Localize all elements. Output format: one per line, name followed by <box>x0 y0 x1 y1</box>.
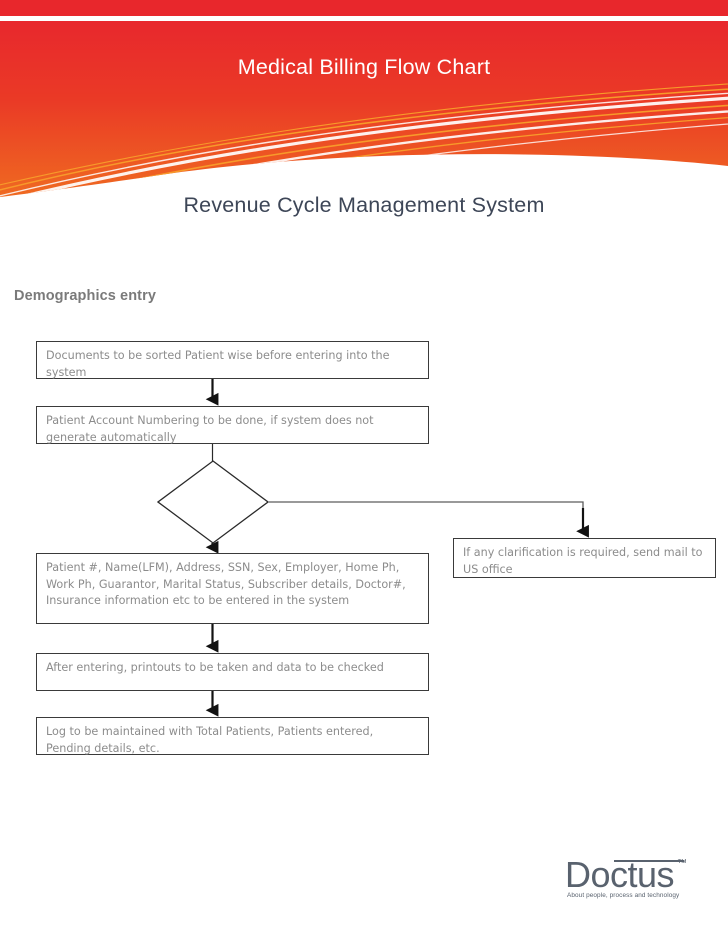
banner-title: Medical Billing Flow Chart <box>237 55 491 79</box>
banner-graphic <box>0 0 728 197</box>
doctus-logo: Doctus ™ About people, process and techn… <box>565 857 710 907</box>
flow-node-documents: Documents to be sorted Patient wise befo… <box>36 341 429 379</box>
flow-node-log: Log to be maintained with Total Patients… <box>36 717 429 755</box>
flow-node-decision <box>157 460 269 544</box>
banner-subtitle: Revenue Cycle Management System <box>183 193 545 217</box>
header-banner: Medical Billing Flow Chart <box>0 0 728 200</box>
logo-overline-bar <box>614 860 684 862</box>
flow-node-printouts: After entering, printouts to be taken an… <box>36 653 429 691</box>
section-heading: Demographics entry <box>14 288 157 304</box>
flow-node-clarification: If any clarification is required, send m… <box>453 538 716 578</box>
flow-node-numbering: Patient Account Numbering to be done, if… <box>36 406 429 444</box>
connector-decision-to-clarification-line <box>269 501 584 529</box>
banner-body <box>0 21 728 197</box>
flow-node-patient-details: Patient #, Name(LFM), Address, SSN, Sex,… <box>36 553 429 624</box>
trademark-icon: ™ <box>677 858 687 869</box>
logo-tagline: About people, process and technology <box>567 892 680 899</box>
diamond-shape <box>157 460 269 544</box>
top-accent-bar <box>0 0 728 16</box>
logo-wordmark: Doctus <box>565 854 675 895</box>
